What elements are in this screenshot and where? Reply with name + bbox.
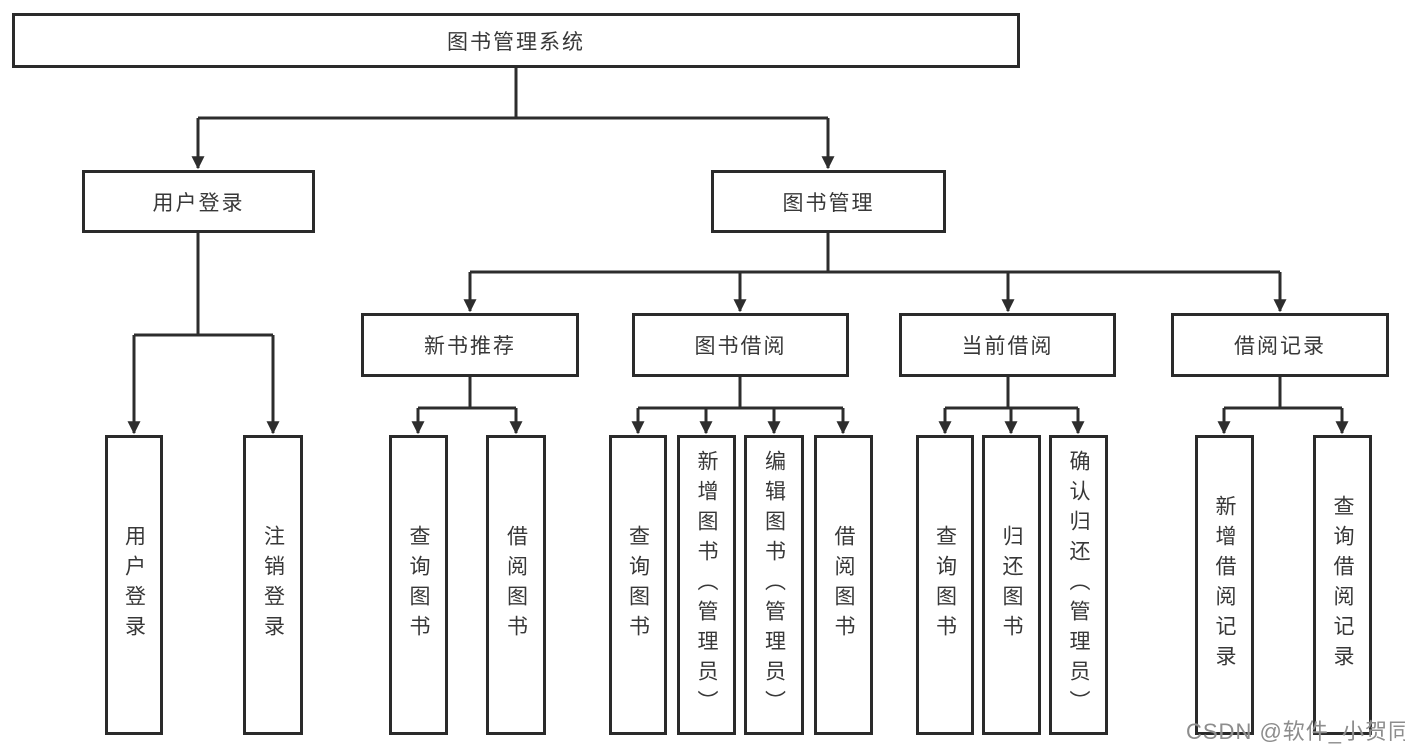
node-user-login: 用户登录 bbox=[82, 170, 315, 233]
node-label: 新增图书（管理员） bbox=[695, 450, 718, 720]
node-label: 借阅图书 bbox=[504, 525, 528, 645]
node-label: 查询图书 bbox=[933, 525, 957, 645]
node-logout: 注销登录 bbox=[243, 435, 303, 735]
node-query-books-current: 查询图书 bbox=[916, 435, 974, 735]
node-edit-books-admin: 编辑图书（管理员） bbox=[744, 435, 804, 735]
node-label: 查询借阅记录 bbox=[1331, 495, 1354, 675]
node-borrowing-records: 借阅记录 bbox=[1171, 313, 1389, 377]
node-user-login-leaf: 用户登录 bbox=[105, 435, 163, 735]
node-label: 注销登录 bbox=[261, 525, 285, 645]
node-add-books-admin: 新增图书（管理员） bbox=[677, 435, 736, 735]
node-query-books-recommend: 查询图书 bbox=[389, 435, 448, 735]
node-confirm-return-admin: 确认归还（管理员） bbox=[1049, 435, 1108, 735]
node-borrow-books-borrowing: 借阅图书 bbox=[814, 435, 873, 735]
node-label: 用户登录 bbox=[122, 525, 146, 645]
node-label: 查询图书 bbox=[407, 525, 430, 645]
node-query-books-borrowing: 查询图书 bbox=[609, 435, 667, 735]
node-label: 借阅图书 bbox=[832, 525, 855, 645]
node-label: 查询图书 bbox=[626, 525, 650, 645]
node-query-borrow-record: 查询借阅记录 bbox=[1313, 435, 1372, 735]
node-new-book-recommendation: 新书推荐 bbox=[361, 313, 579, 377]
node-book-borrowing: 图书借阅 bbox=[632, 313, 849, 377]
node-label: 新增借阅记录 bbox=[1213, 495, 1236, 675]
node-return-books: 归还图书 bbox=[982, 435, 1041, 735]
node-library-management-system: 图书管理系统 bbox=[12, 13, 1020, 68]
node-add-borrow-record: 新增借阅记录 bbox=[1195, 435, 1254, 735]
node-book-management: 图书管理 bbox=[711, 170, 946, 233]
node-borrow-books-recommend: 借阅图书 bbox=[486, 435, 546, 735]
node-current-borrowing: 当前借阅 bbox=[899, 313, 1116, 377]
node-label: 归还图书 bbox=[1000, 525, 1023, 645]
csdn-watermark: CSDN @软件_小贺同学 bbox=[1186, 719, 1405, 744]
node-label: 编辑图书（管理员） bbox=[762, 450, 786, 720]
node-label: 确认归还（管理员） bbox=[1067, 450, 1090, 720]
